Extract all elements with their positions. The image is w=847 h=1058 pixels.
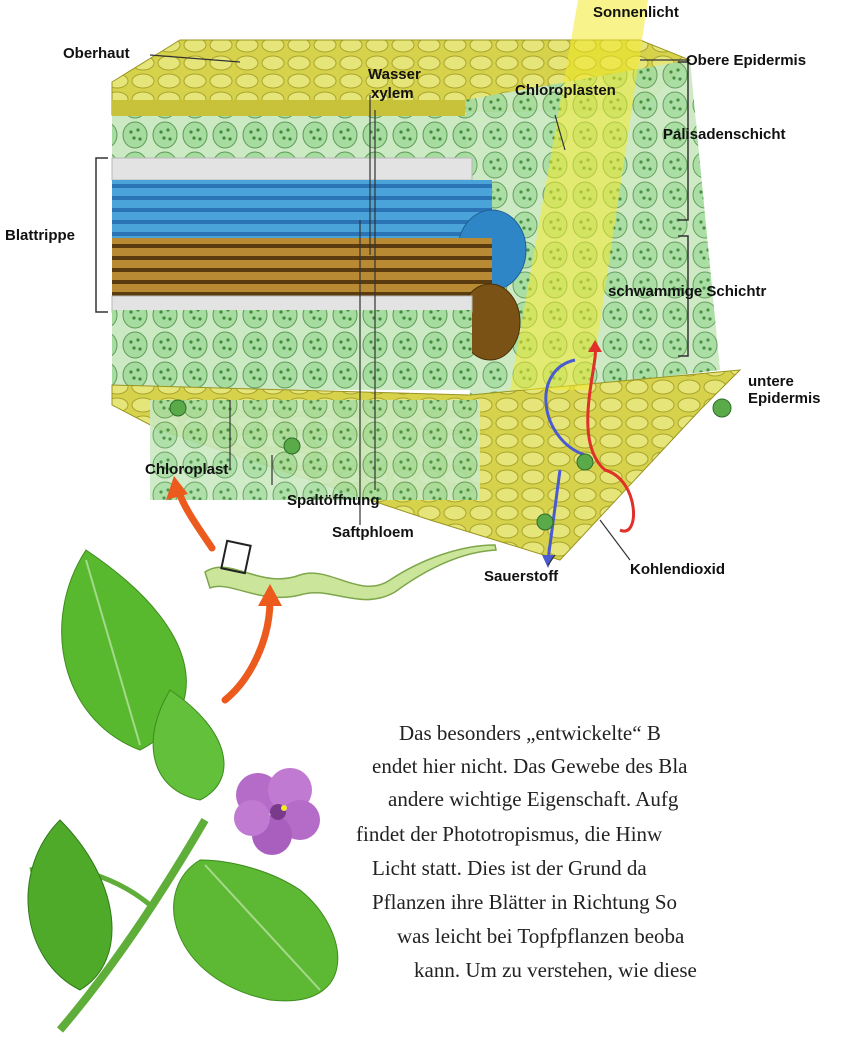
stoma-icon	[713, 399, 731, 417]
flower-icon	[234, 768, 320, 855]
magnify-arrow-lower	[225, 600, 270, 700]
paragraph-line-8: kann. Um zu verstehen, wie diese	[414, 954, 697, 986]
label-chloroplast: Chloroplast	[145, 461, 228, 479]
paragraph-line-6: Pflanzen ihre Blätter in Richtung So	[372, 886, 677, 918]
label-untere: untere	[748, 373, 794, 391]
label-obere-epidermis: Obere Epidermis	[686, 52, 806, 70]
paragraph-line-1: Das besonders „entwickelte“ B	[399, 717, 661, 749]
sheath-lower	[112, 296, 472, 312]
paragraph-line-5: Licht statt. Dies ist der Grund da	[372, 852, 647, 884]
label-saftphloem: Saftphloem	[332, 524, 414, 542]
sheath-upper	[112, 158, 472, 180]
paragraph-line-4: findet der Phototropismus, die Hinw	[356, 818, 662, 850]
label-kohlendioxid: Kohlendioxid	[630, 561, 725, 579]
label-schwammige-schicht: schwammige Schichtr	[608, 283, 766, 301]
label-sonnenlicht: Sonnenlicht	[593, 4, 679, 22]
paragraph-line-3: andere wichtige Eigenschaft. Aufg	[388, 783, 678, 815]
stoma-icon	[537, 514, 553, 530]
palisade-layer-front	[112, 116, 467, 160]
spongy-layer-front	[112, 310, 472, 390]
magnified-region-box	[221, 541, 250, 573]
spongy-cells-bottom	[150, 400, 480, 500]
label-palisadenschicht: Palisadenschicht	[663, 126, 786, 144]
label-wasser: Wasser	[368, 66, 421, 84]
label-sauerstoff: Sauerstoff	[484, 568, 558, 586]
paragraph-line-2: endet hier nicht. Das Gewebe des Bla	[372, 750, 687, 782]
label-oberhaut: Oberhaut	[63, 45, 130, 63]
stoma-icon	[284, 438, 300, 454]
stoma-icon	[577, 454, 593, 470]
label-blattrippe: Blattrippe	[5, 227, 75, 245]
label-epidermis: Epidermis	[748, 390, 821, 408]
phloem-bundle	[112, 238, 492, 296]
paragraph-line-7: was leicht bei Topfpflanzen beoba	[397, 920, 684, 952]
oxygen-arrow-head	[542, 555, 554, 568]
label-spaltoeffnung: Spaltöffnung	[287, 492, 379, 510]
bracket-blattrippe	[96, 158, 108, 312]
stoma-icon	[170, 400, 186, 416]
label-chloroplasten: Chloroplasten	[515, 82, 616, 100]
label-xylem: xylem	[371, 85, 414, 103]
xylem-bundle	[112, 180, 492, 238]
